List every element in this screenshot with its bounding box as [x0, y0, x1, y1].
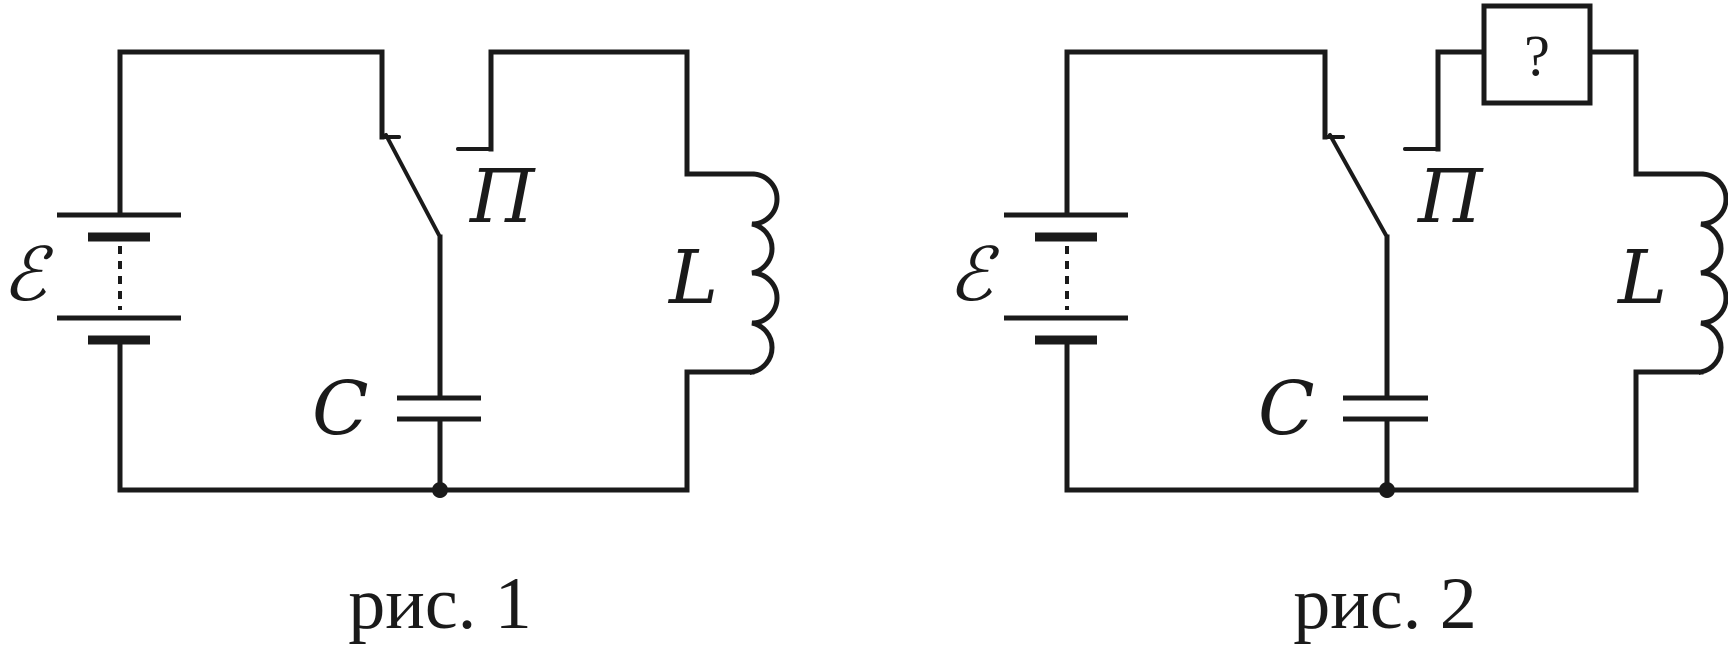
fig2-wire-right-loop-bottom: [1384, 369, 1704, 493]
fig1-capacitor-label: C: [312, 366, 369, 452]
fig1-battery: [57, 212, 181, 345]
fig2-caption: рис. 2: [1293, 563, 1476, 645]
fig2-battery: [1004, 212, 1128, 345]
fig1-junction-dot: [432, 482, 448, 498]
fig2-inductor: [1698, 171, 1728, 375]
fig1-caption: рис. 1: [348, 563, 531, 645]
fig2-switch: [1323, 133, 1440, 239]
fig1-wire-battery-bottom: [117, 337, 443, 493]
fig2-switch-label: П: [1416, 154, 1484, 240]
fig2-junction-dot: [1379, 482, 1395, 498]
fig2-unknown-element-label: ?: [1524, 23, 1550, 88]
fig2-wire-right-loop-top: [1435, 49, 1487, 152]
circuit-figure-1: ℰ П C L рис. 1: [2, 49, 780, 645]
fig1-inductor: [749, 171, 780, 375]
fig2-emf-label: ℰ: [948, 232, 1000, 318]
fig1-wire-battery-top: [117, 49, 385, 218]
fig2-wire-right-loop-top-right: [1587, 49, 1704, 177]
circuit-figure-2: ℰ П C ? L рис. 2: [948, 3, 1728, 645]
fig1-wire-right-loop-top: [488, 49, 755, 177]
fig1-capacitor: [397, 395, 481, 422]
fig2-inductor-label: L: [1616, 235, 1667, 321]
fig2-wire-battery-bottom: [1064, 337, 1390, 493]
fig2-wire-battery-top: [1064, 49, 1328, 218]
fig1-wire-right-loop-bottom: [437, 369, 755, 493]
fig1-switch-label: П: [468, 154, 536, 240]
fig2-capacitor: [1343, 395, 1428, 422]
fig1-inductor-label: L: [667, 235, 718, 321]
fig2-capacitor-label: C: [1258, 366, 1315, 452]
fig1-emf-label: ℰ: [2, 232, 54, 318]
fig1-switch: [380, 133, 493, 239]
